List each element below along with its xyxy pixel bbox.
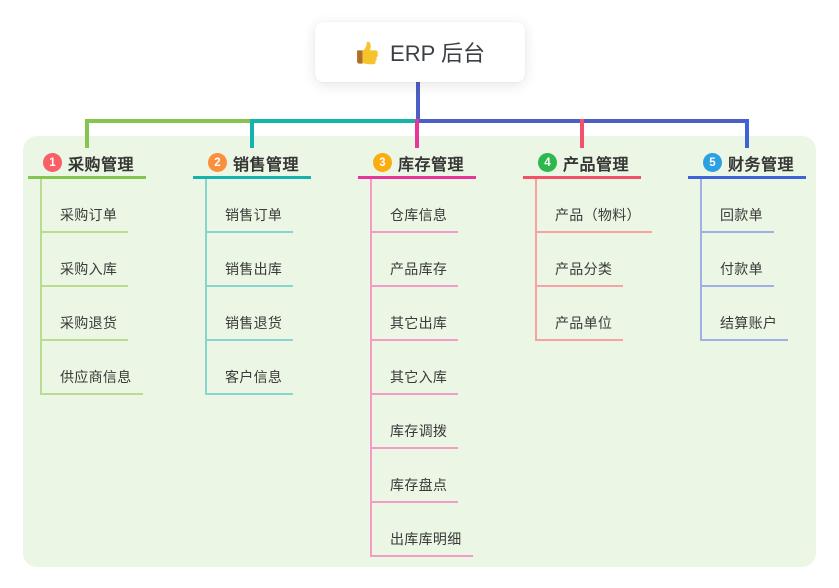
root-title: ERP 后台 xyxy=(390,41,485,66)
branch-drop-connector xyxy=(85,119,89,148)
branch-item[interactable]: 采购入库 xyxy=(42,233,129,287)
branch-number-badge: 3 xyxy=(373,153,392,172)
branch-item-label: 库存调拨 xyxy=(390,423,448,439)
branch-item-label: 销售退货 xyxy=(225,315,283,331)
root-node[interactable]: ERP 后台 xyxy=(315,22,525,82)
branch-item[interactable]: 结算账户 xyxy=(702,287,789,341)
branch-items: 销售订单 销售出库 销售退货 客户信息 xyxy=(205,179,311,395)
branch-item-label: 其它出库 xyxy=(390,315,448,331)
branch-item-label: 客户信息 xyxy=(225,369,283,385)
branch-item[interactable]: 销售订单 xyxy=(207,179,294,233)
branch-number-badge: 1 xyxy=(43,153,62,172)
branch-item-label: 采购订单 xyxy=(60,207,118,223)
branch-item-label: 采购退货 xyxy=(60,315,118,331)
branch-header[interactable]: 2 销售管理 xyxy=(193,152,311,179)
branch-item[interactable]: 回款单 xyxy=(702,179,774,233)
branch-label: 财务管理 xyxy=(728,156,795,174)
branch-item[interactable]: 销售退货 xyxy=(207,287,294,341)
branch-item[interactable]: 仓库信息 xyxy=(372,179,459,233)
branch-drop-connector xyxy=(415,119,419,148)
branch-item[interactable]: 付款单 xyxy=(702,233,774,287)
branch-header[interactable]: 5 财务管理 xyxy=(688,152,806,179)
branch-item-label: 产品（物料） xyxy=(555,207,641,223)
branch-number-badge: 2 xyxy=(208,153,227,172)
branch-item-label: 仓库信息 xyxy=(390,207,448,223)
branch-drop-connector xyxy=(745,119,749,148)
branch-item[interactable]: 销售出库 xyxy=(207,233,294,287)
top-connector-left-segment xyxy=(85,119,252,123)
branch-item-label: 产品单位 xyxy=(555,315,613,331)
branch-item[interactable]: 其它入库 xyxy=(372,341,459,395)
branch-item[interactable]: 客户信息 xyxy=(207,341,294,395)
thumbs-up-icon xyxy=(355,40,380,65)
branch-item[interactable]: 其它出库 xyxy=(372,287,459,341)
branch-item[interactable]: 出库库明细 xyxy=(372,503,473,557)
branch-header[interactable]: 4 产品管理 xyxy=(523,152,641,179)
branch-item-label: 库存盘点 xyxy=(390,477,448,493)
branch-item-label: 产品分类 xyxy=(555,261,613,277)
branch-item-label: 销售订单 xyxy=(225,207,283,223)
branch-label: 采购管理 xyxy=(68,156,135,174)
branch-item-label: 销售出库 xyxy=(225,261,283,277)
branch-item[interactable]: 供应商信息 xyxy=(42,341,143,395)
branch-items: 仓库信息 产品库存 其它出库 其它入库 库存调拨 库存盘点 出库库明细 xyxy=(370,179,476,557)
branch-item[interactable]: 库存调拨 xyxy=(372,395,459,449)
branch-header[interactable]: 3 库存管理 xyxy=(358,152,476,179)
branch-items: 采购订单 采购入库 采购退货 供应商信息 xyxy=(40,179,146,395)
branch-label: 销售管理 xyxy=(233,156,300,174)
branch-item-label: 产品库存 xyxy=(390,261,448,277)
branch-item[interactable]: 库存盘点 xyxy=(372,449,459,503)
branch-item-label: 回款单 xyxy=(720,207,763,223)
branch-label: 产品管理 xyxy=(563,156,630,174)
branch-label: 库存管理 xyxy=(398,156,465,174)
root-connector xyxy=(416,82,420,121)
branch-number-badge: 4 xyxy=(538,153,557,172)
branch-item-label: 结算账户 xyxy=(720,315,778,331)
branch-items: 产品（物料） 产品分类 产品单位 xyxy=(535,179,652,341)
branch-item[interactable]: 采购退货 xyxy=(42,287,129,341)
branch-item[interactable]: 采购订单 xyxy=(42,179,129,233)
branch-item-label: 其它入库 xyxy=(390,369,448,385)
branch-item[interactable]: 产品库存 xyxy=(372,233,459,287)
branch: 4 产品管理 产品（物料） 产品分类 产品单位 xyxy=(523,152,652,341)
branch-item-label: 付款单 xyxy=(720,261,763,277)
branch: 3 库存管理 仓库信息 产品库存 其它出库 其它入库 库存调拨 库存盘点 出库库… xyxy=(358,152,476,557)
branch: 1 采购管理 采购订单 采购入库 采购退货 供应商信息 xyxy=(28,152,146,395)
branch-number-badge: 5 xyxy=(703,153,722,172)
branch-drop-connector xyxy=(580,119,584,148)
branch-item-label: 出库库明细 xyxy=(390,531,462,547)
branch-drop-connector xyxy=(250,119,254,148)
top-connector-mid-segment xyxy=(250,119,419,123)
branch-items: 回款单 付款单 结算账户 xyxy=(700,179,806,341)
branch-item[interactable]: 产品单位 xyxy=(537,287,624,341)
branch-item[interactable]: 产品（物料） xyxy=(537,179,652,233)
branch-header[interactable]: 1 采购管理 xyxy=(28,152,146,179)
branch-item[interactable]: 产品分类 xyxy=(537,233,624,287)
branch: 2 销售管理 销售订单 销售出库 销售退货 客户信息 xyxy=(193,152,311,395)
branch-item-label: 供应商信息 xyxy=(60,369,132,385)
branch: 5 财务管理 回款单 付款单 结算账户 xyxy=(688,152,806,341)
branch-item-label: 采购入库 xyxy=(60,261,118,277)
branches-panel xyxy=(23,136,816,567)
